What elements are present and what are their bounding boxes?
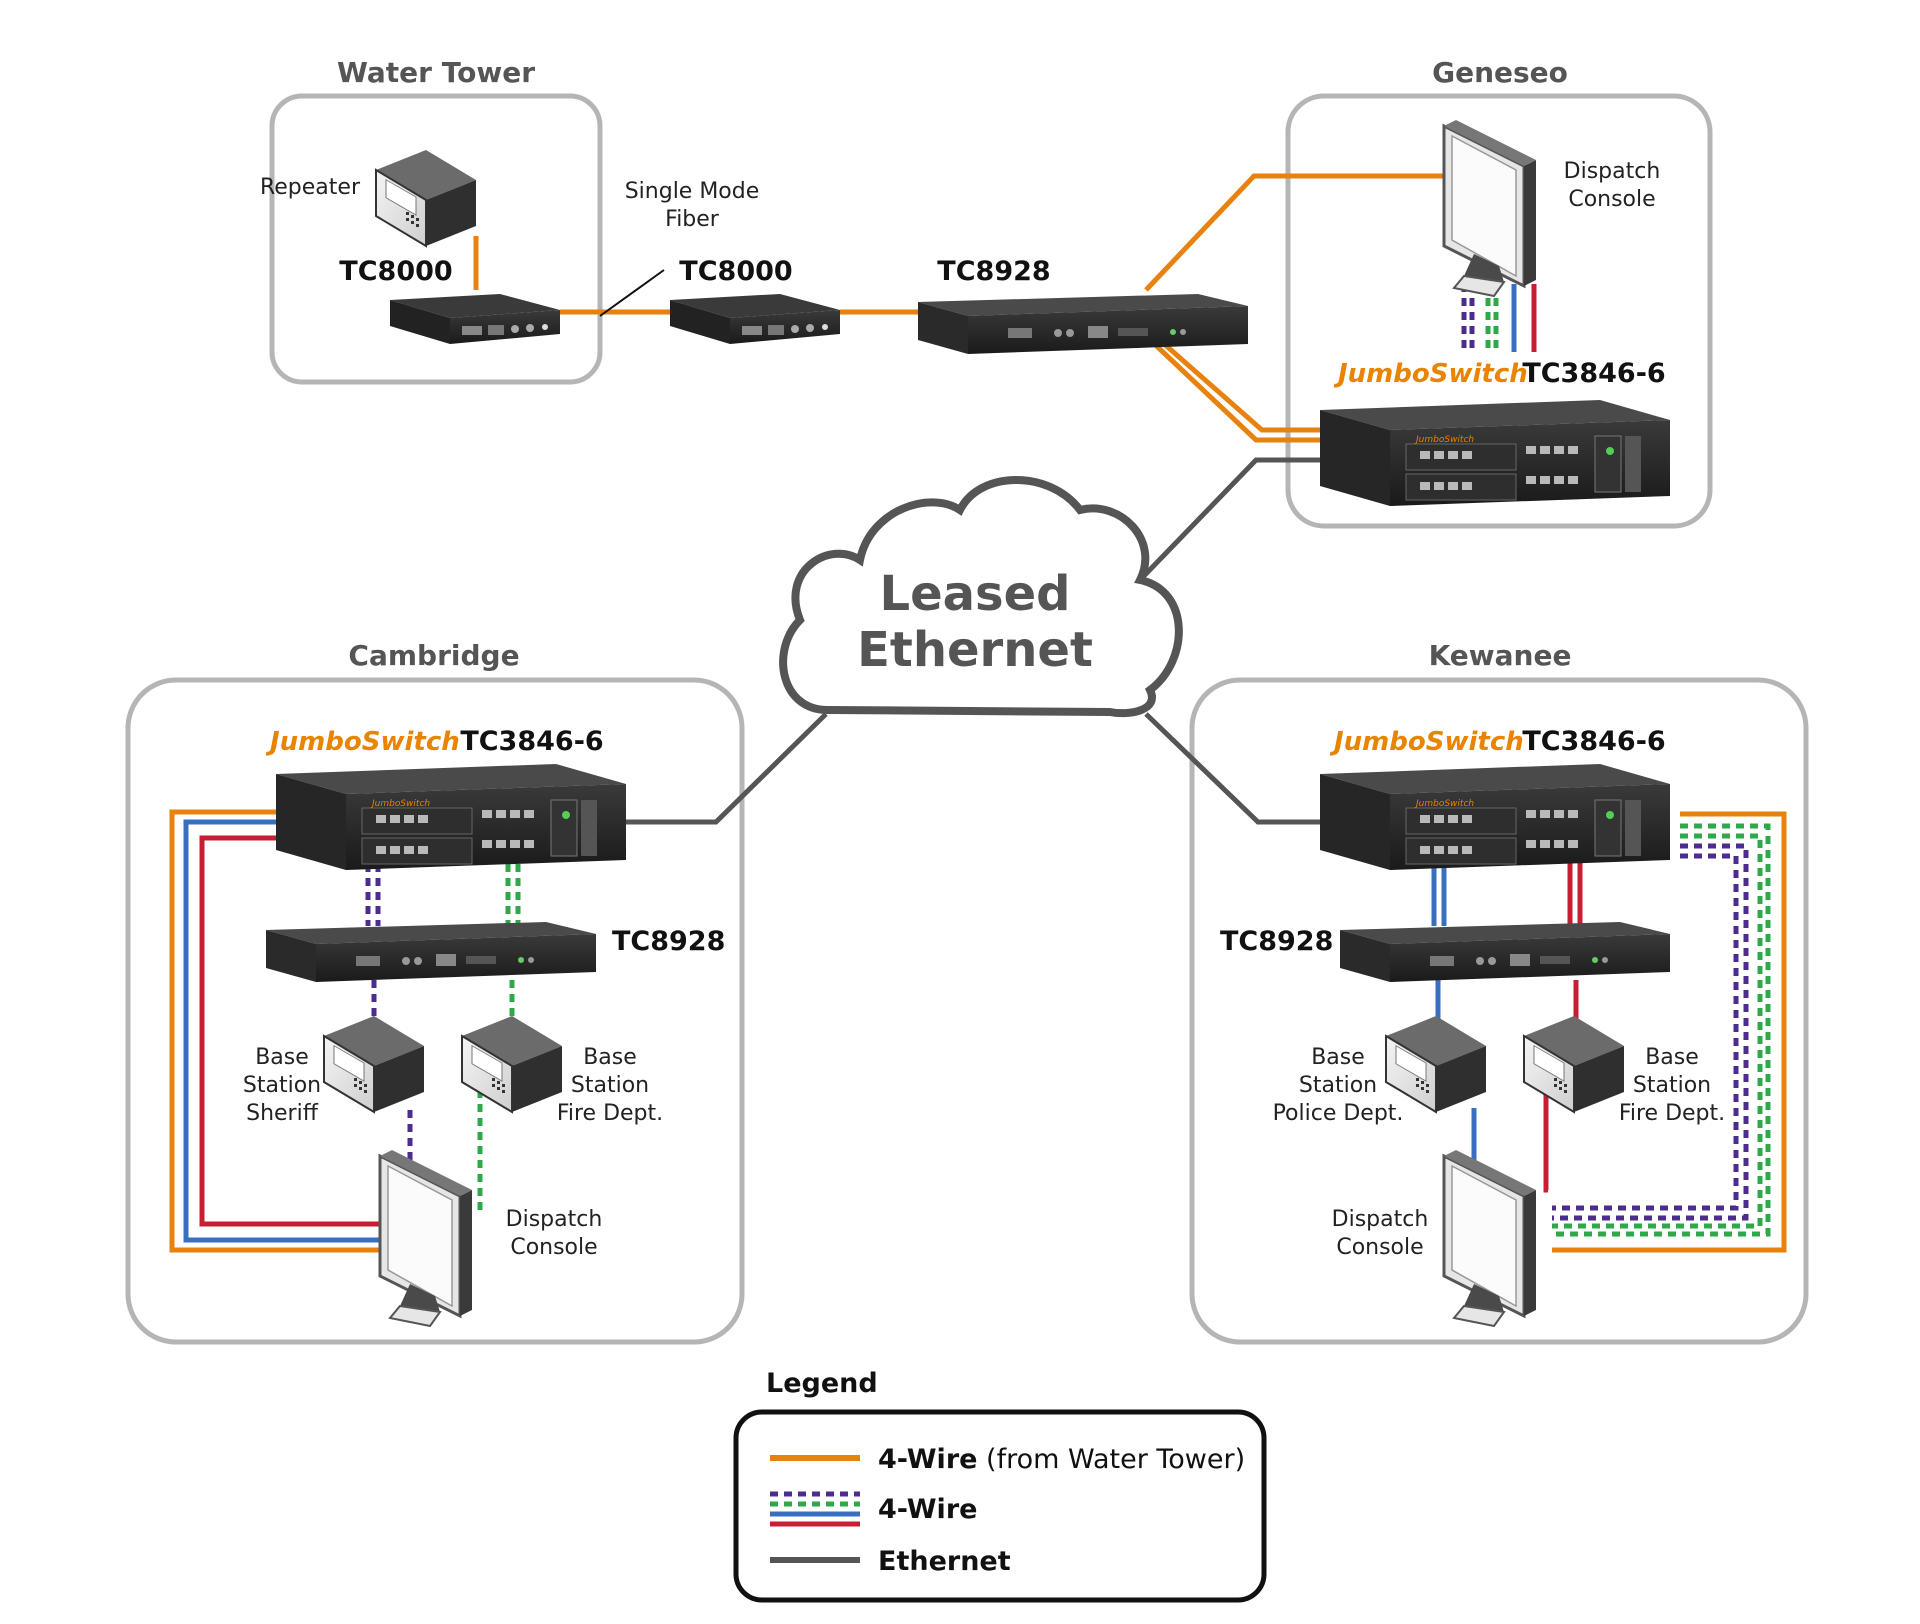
fiber-pointer <box>599 269 665 317</box>
legend-item-1: 4-Wire (from Water Tower) <box>878 1444 1245 1475</box>
svg-text:Sheriff: Sheriff <box>246 1101 319 1126</box>
kewanee-wiring <box>1431 811 1787 1253</box>
kewanee-monitor-icon <box>1442 1148 1538 1328</box>
geneseo-site: Geneseo <box>1285 56 1713 529</box>
site-title-geneseo: Geneseo <box>1432 56 1568 89</box>
kewanee-base-police-label: Base Station Police Dept. <box>1273 1045 1404 1126</box>
leased-ethernet-cloud: Leased Ethernet <box>779 476 1183 718</box>
water-tower-model: TC8000 <box>339 256 452 287</box>
cloud-icon <box>779 476 1183 718</box>
fiber-label-line1: Single Mode <box>625 179 760 204</box>
repeater-icon <box>375 149 477 247</box>
cambridge-bridge-model: TC8928 <box>612 926 725 957</box>
tc8000-water-tower-icon <box>390 294 560 344</box>
cambridge-console-label-2: Console <box>510 1235 597 1260</box>
kewanee-base-police-icon <box>1385 1015 1487 1113</box>
site-title-kewanee: Kewanee <box>1429 639 1572 672</box>
kewanee-jumboswitch-icon <box>1319 763 1671 871</box>
svg-text:Base: Base <box>1311 1045 1365 1070</box>
geneseo-monitor-icon <box>1442 118 1538 298</box>
cambridge-site: Cambridge <box>125 639 745 1345</box>
cambridge-jumboswitch-icon <box>275 763 627 871</box>
cambridge-base-sheriff-label: Base Station Sheriff <box>243 1045 321 1126</box>
svg-text:Station: Station <box>1633 1073 1711 1098</box>
orange-4wire-links <box>473 173 1446 443</box>
kewanee-base-fire-icon <box>1523 1015 1625 1113</box>
ethernet-links <box>622 457 1330 825</box>
hub-model: TC8928 <box>937 256 1050 287</box>
legend-title: Legend <box>766 1368 878 1399</box>
svg-text:Police Dept.: Police Dept. <box>1273 1101 1404 1126</box>
cambridge-brand: JumboSwitch <box>265 727 460 757</box>
cambridge-base-fire-label: Base Station Fire Dept. <box>557 1045 663 1126</box>
svg-text:Station: Station <box>1299 1073 1377 1098</box>
kewanee-tc8928-icon <box>1340 922 1670 982</box>
geneseo-console-label-2: Console <box>1568 187 1655 212</box>
tc8000-mid-icon <box>670 294 840 344</box>
cambridge-switch-model: TC3846-6 <box>460 726 603 757</box>
legend-multicolor-lines <box>770 1491 860 1527</box>
fiber-label-line2: Fiber <box>665 207 720 232</box>
kewanee-console-label-2: Console <box>1336 1235 1423 1260</box>
legend-item-3: Ethernet <box>878 1546 1011 1577</box>
kewanee-bridge-model: TC8928 <box>1220 926 1333 957</box>
repeater-label: Repeater <box>260 175 361 200</box>
cambridge-console-label-1: Dispatch <box>506 1207 603 1232</box>
kewanee-site: Kewanee <box>1189 639 1809 1345</box>
legend-item-2: 4-Wire <box>878 1494 977 1525</box>
legend: Legend 4-Wire (from Water Tower) 4-Wire … <box>733 1368 1267 1603</box>
svg-text:Base: Base <box>255 1045 309 1070</box>
svg-text:Base: Base <box>1645 1045 1699 1070</box>
site-title-water-tower: Water Tower <box>337 56 535 89</box>
svg-text:Fire Dept.: Fire Dept. <box>557 1101 663 1126</box>
geneseo-brand: JumboSwitch <box>1333 359 1528 389</box>
kewanee-switch-model: TC3846-6 <box>1522 726 1665 757</box>
mid-tc8000-model: TC8000 <box>679 256 792 287</box>
svg-text:Fire Dept.: Fire Dept. <box>1619 1101 1725 1126</box>
cambridge-tc8928-icon <box>266 922 596 982</box>
site-title-cambridge: Cambridge <box>348 639 519 672</box>
geneseo-console-label-1: Dispatch <box>1564 159 1661 184</box>
svg-text:Station: Station <box>243 1073 321 1098</box>
svg-text:Base: Base <box>583 1045 637 1070</box>
geneseo-model: TC3846-6 <box>1522 358 1665 389</box>
kewanee-brand: JumboSwitch <box>1329 727 1524 757</box>
cloud-label-line1: Leased <box>879 566 1070 622</box>
tc8928-hub-icon <box>918 294 1248 354</box>
cambridge-base-fire-icon <box>461 1015 563 1113</box>
cloud-label-line2: Ethernet <box>857 622 1093 678</box>
cambridge-monitor-icon <box>378 1148 474 1328</box>
geneseo-4wire-links <box>1461 284 1537 352</box>
geneseo-jumboswitch-icon <box>1319 399 1671 507</box>
svg-text:Station: Station <box>571 1073 649 1098</box>
cambridge-base-sheriff-icon <box>323 1015 425 1113</box>
kewanee-console-label-1: Dispatch <box>1332 1207 1429 1232</box>
kewanee-base-fire-label: Base Station Fire Dept. <box>1619 1045 1725 1126</box>
water-tower-site: Water Tower <box>269 56 603 385</box>
